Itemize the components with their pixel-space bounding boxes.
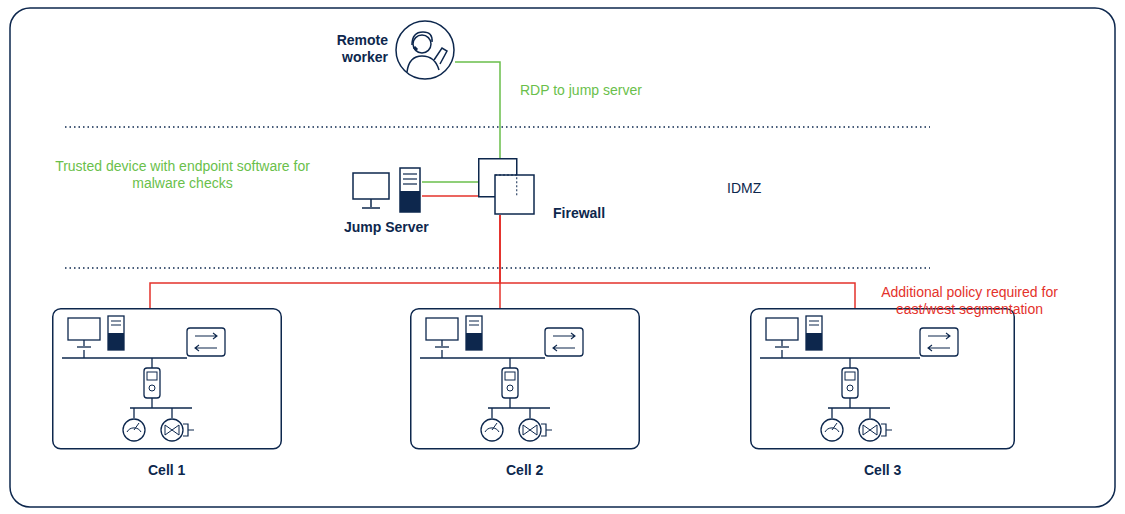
node-label: Remote worker bbox=[324, 32, 388, 66]
connection-line bbox=[422, 196, 478, 197]
remote-worker-icon: Remote worker bbox=[395, 20, 455, 80]
node-label: Firewall bbox=[553, 205, 605, 222]
node-label: Cell 3 bbox=[864, 462, 901, 479]
node-label: Cell 2 bbox=[506, 462, 543, 479]
cell-box: Cell 2 bbox=[410, 308, 640, 450]
jump-server-icon-graphic bbox=[350, 165, 422, 213]
outer-border bbox=[10, 8, 1115, 507]
connection-line bbox=[150, 215, 500, 308]
zone-label: IDMZ bbox=[727, 180, 761, 197]
cell-box: Cell 3 bbox=[750, 308, 1015, 450]
firewall-icon-graphic bbox=[478, 158, 535, 215]
node-label: Cell 1 bbox=[148, 462, 185, 479]
note-text: Trusted device with endpoint software fo… bbox=[55, 158, 310, 192]
connection-line bbox=[422, 182, 478, 183]
cell-box-graphic bbox=[52, 308, 282, 450]
cell-box: Cell 1 bbox=[52, 308, 282, 450]
jump-server-icon: Jump Server bbox=[350, 165, 422, 213]
node-label: Jump Server bbox=[344, 219, 429, 236]
note-text: Additional policy required for east/west… bbox=[862, 284, 1077, 318]
connection-line bbox=[500, 215, 855, 308]
zone-divider bbox=[65, 267, 930, 269]
connection-line bbox=[455, 62, 500, 158]
cell-box-graphic bbox=[410, 308, 640, 450]
edge-label: RDP to jump server bbox=[520, 82, 642, 99]
cell-box-graphic bbox=[750, 308, 1015, 450]
zone-divider bbox=[65, 126, 930, 128]
firewall-icon: Firewall bbox=[478, 158, 535, 215]
remote-worker-icon-graphic bbox=[395, 20, 455, 80]
